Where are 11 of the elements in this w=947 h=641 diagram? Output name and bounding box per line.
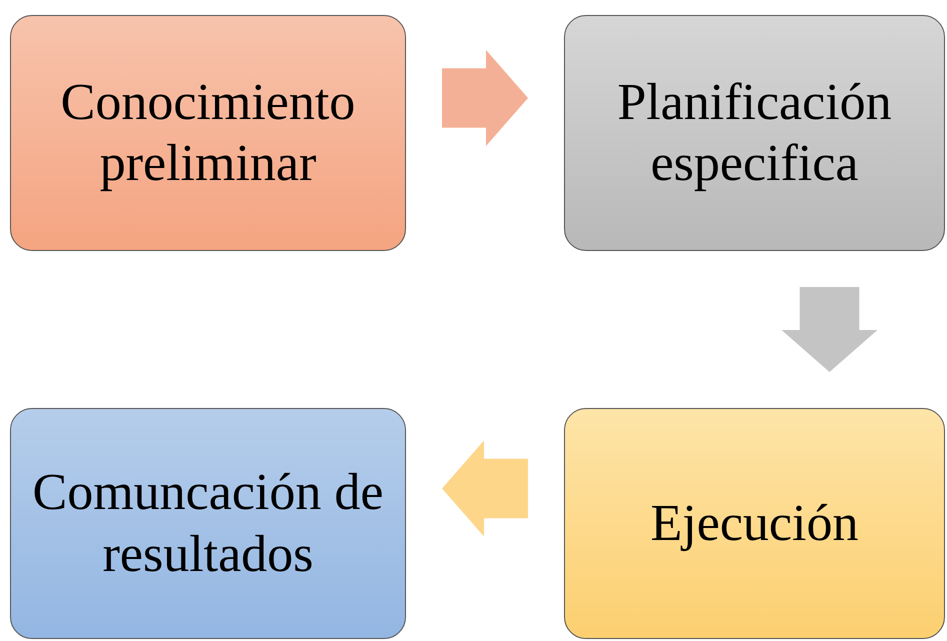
process-box bbox=[564, 15, 945, 251]
process-box bbox=[10, 408, 406, 639]
box-label: Ejecución bbox=[650, 494, 860, 554]
process-box bbox=[10, 15, 406, 251]
box-label: Conocimiento preliminar bbox=[60, 72, 356, 194]
process-box bbox=[564, 408, 945, 639]
box-label: Planificación especifica bbox=[616, 72, 893, 194]
box-label: Comuncación de resultados bbox=[32, 463, 384, 584]
block-arrow bbox=[782, 287, 878, 372]
block-arrow bbox=[442, 440, 528, 536]
block-arrow bbox=[442, 50, 528, 146]
